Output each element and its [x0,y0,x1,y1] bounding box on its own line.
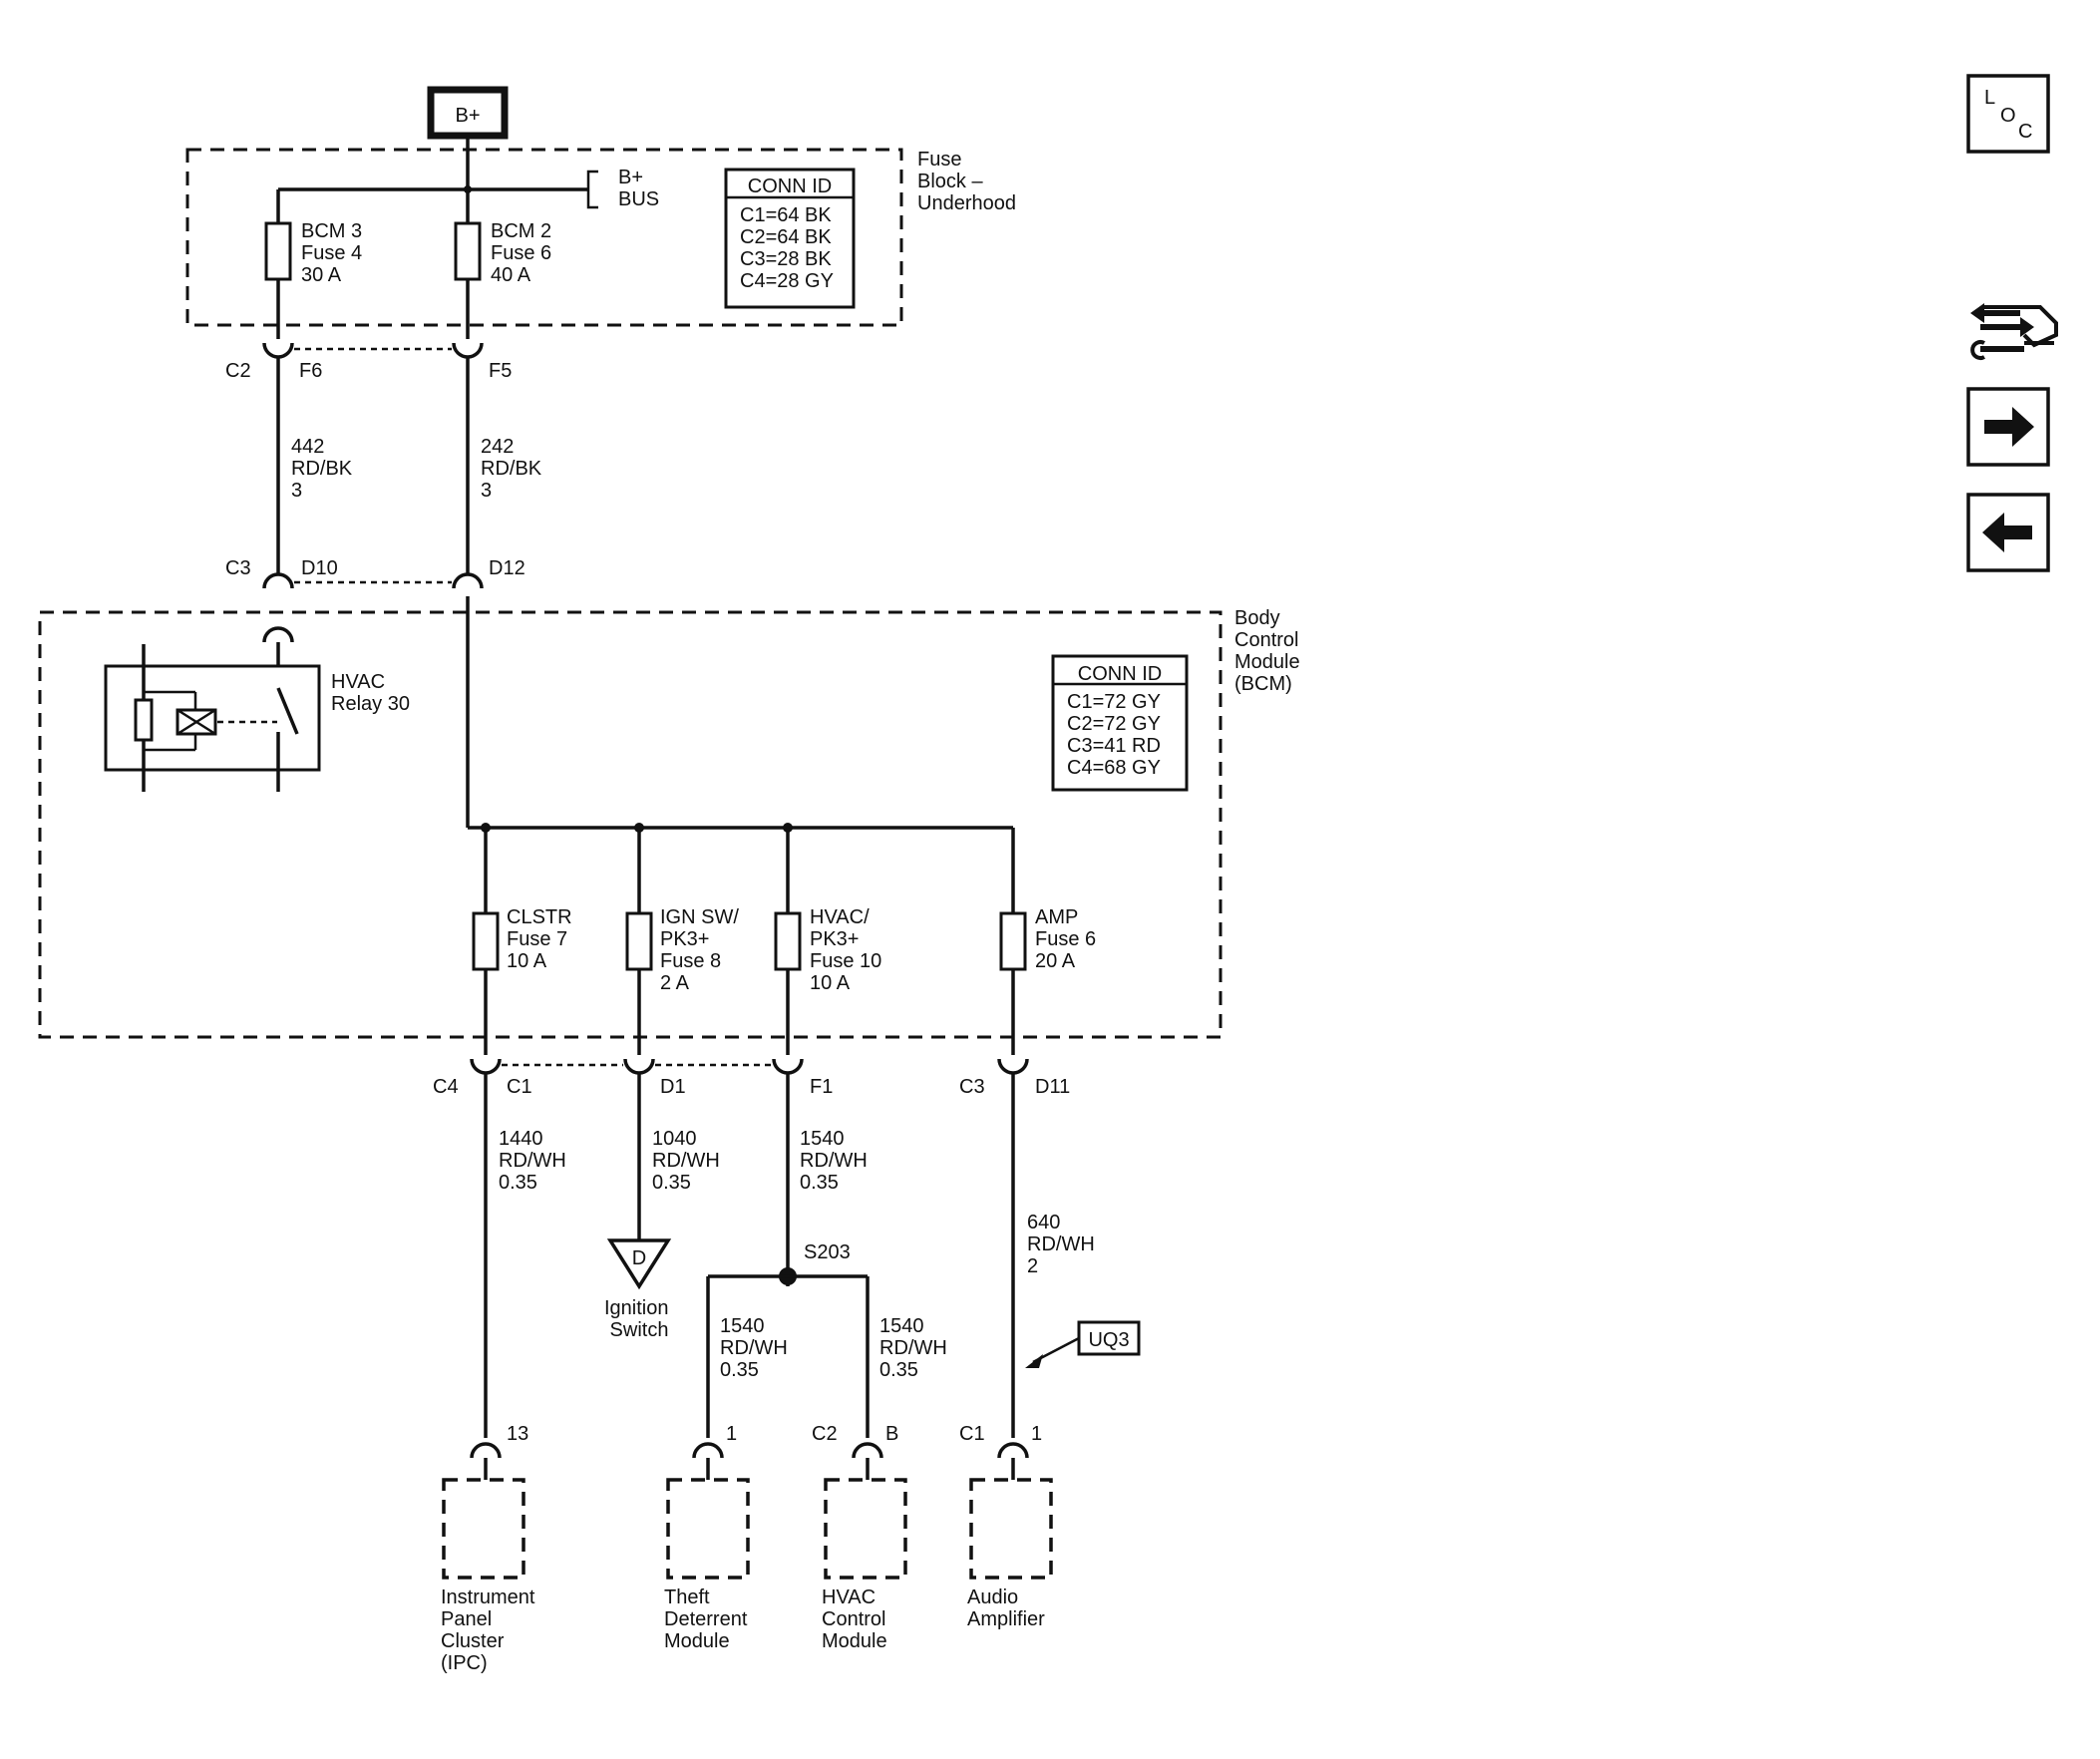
amp-conn-label: C1 [959,1423,985,1445]
component-theft-deterrent [666,1478,750,1580]
component-audio-amplifier [969,1478,1053,1580]
svg-text:C1=72 GY C2=72 GY: C1=72 GY C2=72 GY C3=41 RD C4=68 GY [1067,691,1167,779]
pin-d1-label: D1 [660,1076,686,1098]
ignition-switch-label: Ignition Switch [604,1297,674,1341]
fuse-block-name: Fuse Block – Underhood [917,149,1016,214]
connector-c3-lower [997,1058,1029,1075]
ignition-symbol-letter: D [632,1247,646,1269]
fuse-amp [999,911,1027,971]
fuse-ign-sw [625,911,653,971]
previous-page-button[interactable] [1966,493,2050,572]
conn-c3-lower-label: C3 [959,1076,985,1098]
svg-text:L: L [1984,87,1995,109]
wire-640-label: 640 RD/WH 2 [1027,1212,1100,1277]
bus-label: B+ BUS [618,167,659,210]
connector-c4 [470,1058,804,1075]
hvac-relay-label: HVAC Relay 30 [331,671,410,715]
fuse-hvac-label: HVAC/ PK3+ Fuse 10 10 A [810,906,887,994]
svg-text:CONN ID: CONN ID [748,176,832,197]
amp-pin-label: 1 [1031,1423,1042,1445]
fuse-bcm3 [264,221,292,281]
pin-d11-label: D11 [1035,1076,1070,1098]
arrow-right-icon [1984,407,2034,447]
hvac-label: HVAC Control Module [822,1586,891,1652]
fuse-block-conn-id-table: CONN ID C1=64 BK C2=64 BK C3=28 BK C4=28… [724,168,856,309]
fuse-bcm2-label: BCM 2 Fuse 6 40 A [491,220,557,286]
pin-d12-label: D12 [489,557,525,579]
fuse-clstr-label: CLSTR Fuse 7 10 A [507,906,577,972]
conn-c4-label: C4 [433,1076,459,1098]
fuse-bcm3-label: BCM 3 Fuse 4 30 A [301,220,368,286]
fuse-ign-sw-label: IGN SW/ PK3+ Fuse 8 2 A [660,906,744,994]
wire-1440-label: 1440 RD/WH 0.35 [499,1128,571,1194]
theft-pin-label: 1 [726,1423,737,1445]
fuse-hvac [774,911,802,971]
ipc-label: Instrument Panel Cluster (IPC) [441,1586,540,1674]
fuse-bcm2 [454,221,482,281]
next-page-button[interactable] [1966,387,2050,467]
hvac-relay-30 [104,644,321,792]
bcm-name: Body Control Module (BCM) [1234,607,1305,695]
fuse-clstr [472,911,500,971]
pin-d10-label: D10 [301,557,338,579]
pin-f6-label: F6 [299,360,322,382]
option-uq3-label: UQ3 [1088,1329,1129,1351]
amp-label: Audio Amplifier [967,1586,1045,1630]
locator-button[interactable]: L O C [1966,74,2050,154]
conn-c2-label: C2 [225,360,251,382]
hvac-pin-label: B [885,1423,898,1445]
bcm-conn-id-table: CONN ID C1=72 GY C2=72 GY C3=41 RD C4=68… [1051,654,1189,792]
hvac-conn-label: C2 [812,1423,838,1445]
option-uq3 [1025,1320,1141,1368]
wire-442-label: 442 RD/BK 3 [291,436,358,502]
pin-f5-label: F5 [489,360,512,382]
component-ipc [442,1478,525,1580]
b-plus-label: B+ [455,105,480,127]
splice-s203-label: S203 [804,1241,851,1263]
fuse-amp-label: AMP Fuse 6 20 A [1035,906,1102,972]
svg-text:C1=64 BK C2=64 BK: C1=64 BK C2=64 BK C3=28 BK C4=28 GY [740,204,837,292]
fuse-block-outline [185,148,903,327]
svg-text:CONN ID: CONN ID [1078,663,1162,685]
connector-views-button[interactable] [1970,303,2058,360]
svg-text:O: O [2000,105,2016,127]
connector-c2 [262,342,484,359]
wire-1540-label: 1540 RD/WH 0.35 [800,1128,873,1194]
splice-wire-left-label: 1540 RD/WH 0.35 [720,1315,793,1381]
ipc-pin-label: 13 [507,1423,528,1445]
wire-1040-label: 1040 RD/WH 0.35 [652,1128,725,1194]
connector-c3-upper [262,572,484,589]
theft-label: Theft Deterrent Module [664,1586,753,1652]
ignition-switch-symbol [606,1238,672,1290]
component-hvac-control [824,1478,907,1580]
harness-connector-icon [1970,303,2058,360]
pin-f1-label: F1 [810,1076,833,1098]
arrow-left-icon [1982,513,2032,552]
conn-c3-label: C3 [225,557,251,579]
splice-wire-right-label: 1540 RD/WH 0.35 [879,1315,952,1381]
svg-text:C: C [2018,121,2032,143]
pin-c1-label: C1 [507,1076,532,1098]
wire-242-label: 242 RD/BK 3 [481,436,547,502]
